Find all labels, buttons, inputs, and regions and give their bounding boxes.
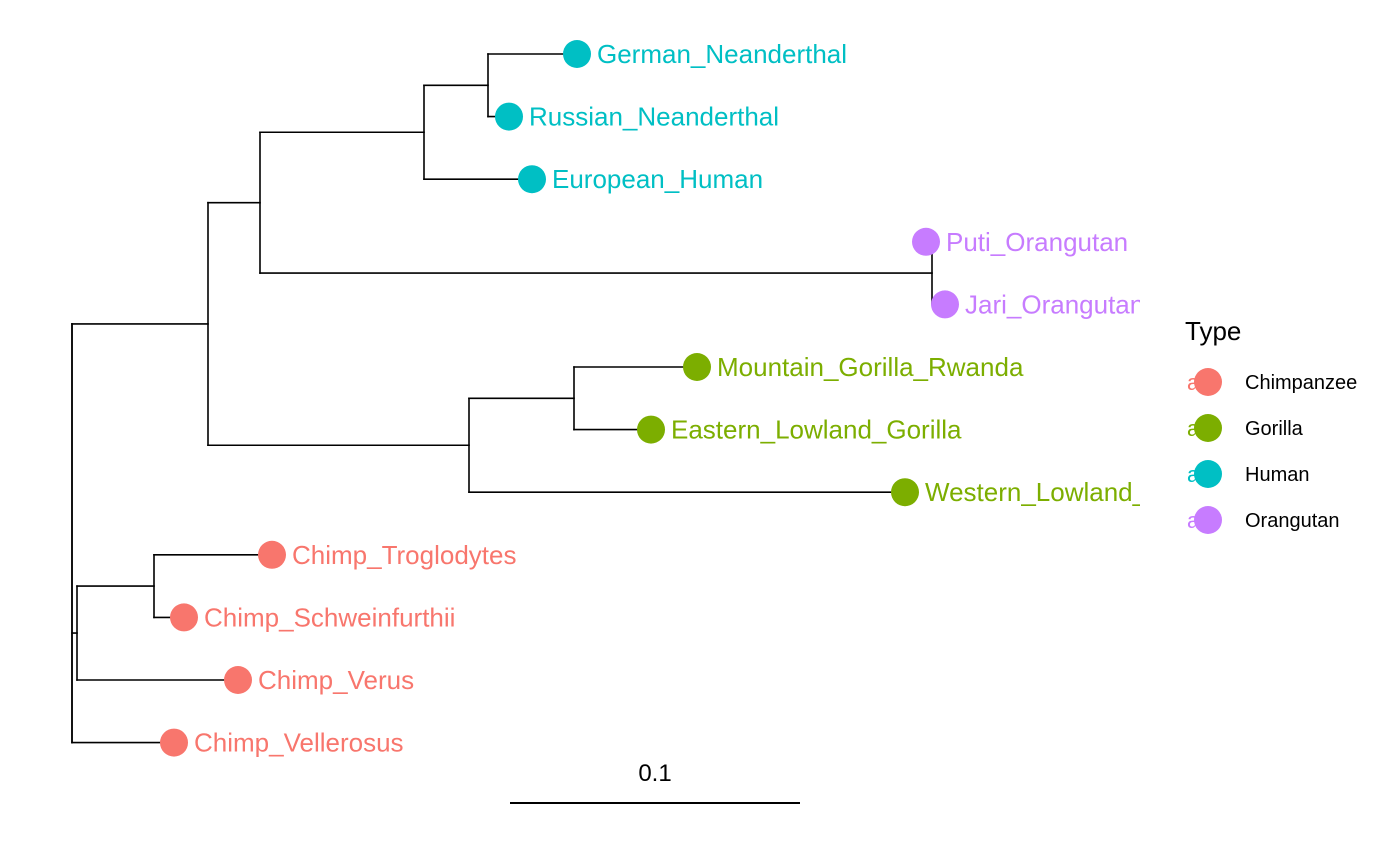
- legend-key-point: [1194, 368, 1222, 396]
- legend-label: Chimpanzee: [1245, 372, 1357, 394]
- tip-point: [258, 540, 286, 569]
- tip-point: [160, 728, 188, 757]
- tip-point: [495, 102, 523, 131]
- legend-label: Gorilla: [1245, 418, 1304, 440]
- legend-key-point: [1194, 414, 1222, 442]
- legend-key-point: [1194, 460, 1222, 488]
- tip-point: [891, 478, 919, 507]
- tip-label: Mountain_Gorilla_Rwanda: [717, 352, 1024, 382]
- tip-point: [170, 603, 198, 632]
- legend-key-point: [1194, 506, 1222, 534]
- tip-label: Chimp_Verus: [258, 665, 414, 695]
- tip-label: Jari_Orangutan: [965, 289, 1144, 319]
- tip-label: European_Human: [552, 164, 763, 194]
- tip-point: [563, 40, 591, 68]
- tip-label: Chimp_Troglodytes: [292, 540, 516, 570]
- legend-title: Type: [1185, 316, 1241, 346]
- tip-label: German_Neanderthal: [597, 39, 847, 69]
- tip-label: Eastern_Lowland_Gorilla: [671, 415, 962, 445]
- legend-label: Human: [1245, 464, 1309, 486]
- tree-branches: [71, 53, 946, 744]
- scale-bar-label: 0.1: [638, 760, 671, 787]
- tip-point: [224, 666, 252, 694]
- tip-label: Puti_Orangutan: [946, 227, 1128, 257]
- tip-point: [637, 415, 665, 444]
- tip-point: [931, 290, 959, 319]
- tip-label: Russian_Neanderthal: [529, 102, 779, 132]
- tip-point: [912, 227, 940, 256]
- tip-point: [518, 165, 546, 194]
- scale-bar: 0.1: [510, 760, 800, 804]
- tip-label: Chimp_Vellerosus: [194, 728, 404, 758]
- tip-label: Chimp_Schweinfurthii: [204, 602, 455, 632]
- legend-label: Orangutan: [1245, 510, 1340, 532]
- tip-label: Western_Lowland_Gorilla: [925, 477, 1223, 507]
- tip-point: [683, 353, 711, 381]
- tree-tips: German_NeanderthalRussian_NeanderthalEur…: [160, 39, 1223, 758]
